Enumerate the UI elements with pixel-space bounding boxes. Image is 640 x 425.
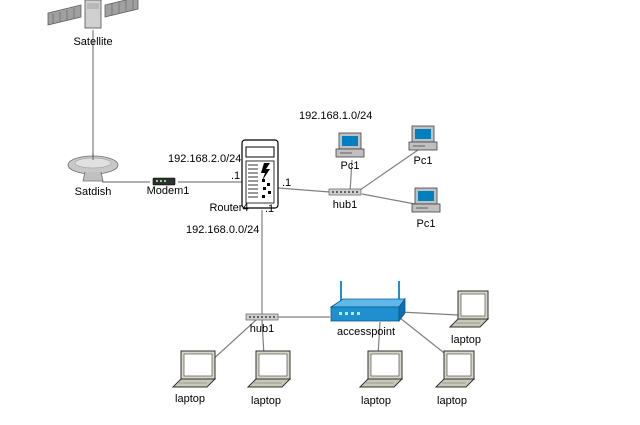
if-wifi-label: .1	[265, 203, 274, 215]
link-hub-top-pc1-b	[359, 149, 419, 191]
pc1-c-label: Pc1	[417, 218, 436, 230]
laptop-icon	[171, 350, 217, 388]
laptop-1-label: laptop	[175, 393, 205, 405]
laptop-3-node[interactable]: laptop	[358, 350, 404, 407]
laptop-4-label: laptop	[437, 395, 467, 407]
satellite-icon	[47, 0, 139, 29]
desktop-pc-icon	[411, 187, 441, 213]
wireless-access-point-icon	[329, 281, 406, 323]
laptop-2-node[interactable]: laptop	[246, 350, 292, 407]
pc1-b-label: Pc1	[414, 155, 433, 167]
if-wan-label: .1	[231, 170, 240, 182]
laptop-icon	[358, 350, 404, 388]
laptop-2-label: laptop	[251, 395, 281, 407]
laptop-icon	[434, 350, 476, 388]
satdish-node[interactable]: Satdish	[67, 153, 119, 198]
link-accesspoint-laptop-3	[377, 321, 381, 357]
laptop-4-node[interactable]: laptop	[434, 350, 476, 407]
hub-bottom-label: hub1	[250, 323, 274, 335]
modem1-node[interactable]: Modem1	[147, 177, 190, 197]
pc1-a-label: Pc1	[341, 160, 360, 172]
hub-icon	[328, 188, 362, 196]
router-icon	[241, 139, 279, 209]
modem-icon	[152, 177, 176, 186]
laptop-3-label: laptop	[361, 395, 391, 407]
laptop-1-node[interactable]: laptop	[171, 350, 217, 405]
pc1-b-node[interactable]: Pc1	[408, 125, 438, 167]
modem1-label: Modem1	[147, 185, 190, 197]
link-accesspoint-laptop-4	[399, 317, 449, 357]
net-lan-pc-label: 192.168.1.0/24	[299, 110, 372, 122]
pc1-c-node[interactable]: Pc1	[411, 187, 441, 230]
net-wan-label: 192.168.2.0/24	[168, 153, 241, 165]
link-accesspoint-laptop-5	[399, 311, 459, 316]
laptop-5-node[interactable]: laptop	[448, 290, 490, 346]
link-hub-bottom-laptop-1	[209, 319, 257, 363]
accesspoint-label: accesspoint	[337, 326, 395, 338]
hub-top-label: hub1	[333, 199, 357, 211]
pc1-a-node[interactable]: Pc1	[335, 132, 365, 172]
desktop-pc-icon	[335, 132, 365, 158]
hub-bottom-node[interactable]: hub1	[245, 313, 279, 335]
satdish-label: Satdish	[75, 186, 112, 198]
if-pc-label: .1	[282, 177, 291, 189]
hub-top-node[interactable]: hub1	[328, 188, 362, 211]
laptop-icon	[448, 290, 490, 328]
satellite-node[interactable]: Satellite	[47, 0, 139, 48]
link-hub-top-pc1-c	[361, 193, 416, 205]
router4-node[interactable]: Router4	[209, 139, 279, 214]
link-hub-top-pc1-a	[349, 159, 353, 193]
net-lan-wifi-label: 192.168.0.0/24	[186, 224, 259, 236]
links-layer	[92, 30, 459, 363]
hub-icon	[245, 313, 279, 321]
laptop-5-label: laptop	[451, 334, 481, 346]
router4-label: Router4	[209, 202, 248, 214]
accesspoint-node[interactable]: accesspoint	[329, 281, 406, 338]
desktop-pc-icon	[408, 125, 438, 151]
link-hub-bottom-laptop-2	[261, 319, 265, 357]
laptop-icon	[246, 350, 292, 388]
satellite-label: Satellite	[73, 36, 112, 48]
satellite-dish-icon	[67, 153, 119, 182]
link-router-hub-top	[277, 187, 331, 193]
